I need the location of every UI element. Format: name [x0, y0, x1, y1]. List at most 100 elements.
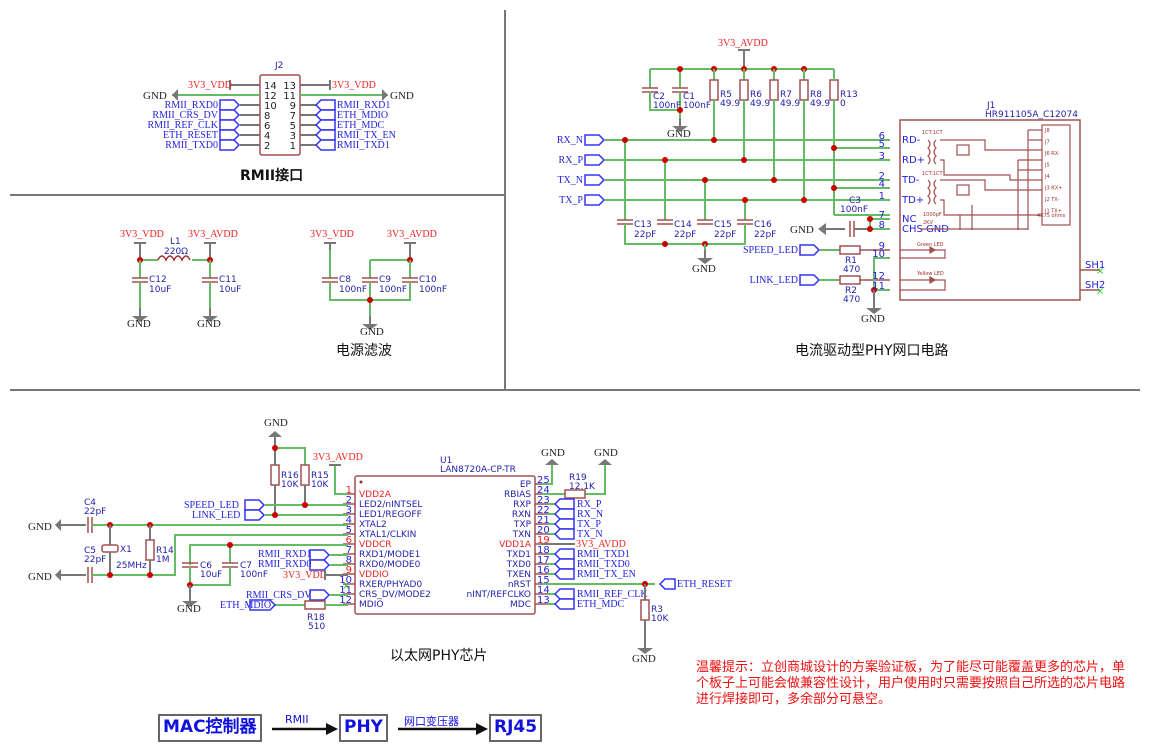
- port-icon: [553, 568, 575, 580]
- r13-value: 0: [840, 99, 846, 109]
- j1-part: HR911105A_C12074: [985, 110, 1078, 120]
- c14-ref: C14: [674, 220, 692, 230]
- r18-value: 510: [308, 622, 325, 632]
- u1-pin-name: RXN: [512, 510, 531, 520]
- j2-pin-number: 13: [283, 81, 296, 92]
- u1-pin-number: 23: [537, 495, 550, 506]
- mj-speed-led-net: SPEED_LED: [743, 245, 798, 256]
- j1-ref: J1: [986, 101, 995, 111]
- c2-ref: C2: [653, 92, 665, 102]
- j1-pin-number: 8: [879, 220, 885, 231]
- u1-pin-name: RXD0/MODE0: [359, 560, 421, 570]
- u1-pin-name: VDD1A: [499, 540, 532, 550]
- u1-pin-name: XTAL2: [359, 520, 387, 530]
- u1-pin-number: 3: [346, 505, 352, 516]
- inductor-l1: [157, 255, 191, 262]
- port-icon: [314, 119, 336, 131]
- port-icon: [314, 139, 336, 151]
- j2-net-label: RMII_TX_EN: [337, 130, 396, 141]
- flow-mac-box: MAC控制器: [158, 714, 262, 742]
- u1-net-label: RMII_TXD0: [577, 559, 630, 570]
- j2-connector: J2 141210RMII_RXD08RMII_CRS_DV6RMII_REF_…: [143, 61, 414, 156]
- u1-pin-name: LED2/nINTSEL: [359, 500, 422, 510]
- u1-net-label: ETH_MDC: [577, 599, 625, 610]
- j1-pin-number: 6: [879, 131, 885, 142]
- c6-value: 10uF: [200, 570, 222, 580]
- r16-ref: R16: [281, 471, 299, 481]
- mj-gnd-top: GND: [667, 128, 691, 140]
- mj-net-label: RX_P: [559, 155, 584, 166]
- port-icon: [553, 548, 575, 560]
- r8-resistor: [799, 79, 809, 101]
- r14-value: 1M: [156, 555, 170, 565]
- u1-net-label: RX_P: [577, 499, 602, 510]
- j2-net-label: RMII_CRS_DV: [152, 110, 218, 121]
- u1-pin-name: nINT/REFCLKO: [466, 590, 531, 600]
- r5-value: 49.9: [720, 99, 740, 109]
- r7-resistor: [769, 79, 779, 101]
- c5-value: 22pF: [84, 555, 106, 565]
- j2-pin-number: 11: [283, 91, 296, 102]
- j1-pin-name: TD+: [901, 195, 924, 206]
- j2-pin-number: 9: [290, 101, 296, 112]
- j2-vdd-left: 3V3_VDD: [188, 80, 232, 91]
- jack-pin-label: J8: [1044, 128, 1050, 134]
- mj-net-label: RX_N: [557, 135, 583, 146]
- r2-ref: R2: [845, 286, 857, 296]
- j2-vdd-right: 3V3_VDD: [332, 80, 376, 91]
- j1-pin-number: 12: [872, 271, 885, 282]
- j1-pin-number: 1: [879, 191, 885, 202]
- r3-ref: R3: [651, 605, 663, 615]
- pf-vdd-2: 3V3_VDD: [310, 229, 354, 240]
- u1-pin-number: 10: [339, 575, 352, 586]
- r19-ref: R19: [569, 473, 587, 483]
- port-icon: [219, 109, 241, 121]
- r19-value: 12.1K: [569, 482, 596, 492]
- j2-pin-number: 5: [290, 121, 296, 132]
- u1-pin-number: 25: [537, 475, 550, 486]
- c16-value: 22pF: [754, 230, 776, 240]
- u1-net-label: RMII_TXD1: [577, 549, 630, 560]
- j1-pin-name: NC: [902, 214, 916, 225]
- j2-gnd-right: GND: [390, 90, 414, 102]
- u1-net-label: RMII_TX_EN: [577, 569, 636, 580]
- r6-value: 49.9: [750, 99, 770, 109]
- phy-gnd-c6: GND: [177, 603, 201, 615]
- yellow-led-label: Yellow LED: [916, 271, 944, 277]
- port-icon: [584, 174, 606, 186]
- port-icon: [553, 598, 575, 610]
- flow-xfmr-label: 网口变压器: [404, 715, 459, 728]
- flow-rj45-box: RJ45: [489, 714, 543, 742]
- jack-pin-label: J7: [1044, 140, 1050, 146]
- j2-pin-number: 8: [264, 111, 270, 122]
- c11-ref: C11: [219, 275, 237, 285]
- c12-ref: C12: [149, 275, 167, 285]
- u1-pin-number: 2: [346, 495, 352, 506]
- u1-pin-number: 12: [339, 595, 352, 606]
- r5-resistor: [709, 79, 719, 101]
- j2-ref: J2: [274, 61, 283, 71]
- phy-crsdv-net: RMII_CRS_DV: [246, 590, 312, 601]
- u1-pin-name: VDDIO: [359, 570, 389, 580]
- xfmr-label-2: 1CT:1CT: [922, 171, 944, 177]
- c2-value: 100nF: [653, 101, 681, 111]
- c1-value: 100nF: [683, 101, 711, 111]
- jack-pin-label: J3 RX+: [1044, 186, 1062, 192]
- no-connect-sh2-icon: ×: [1096, 286, 1104, 297]
- u1-pin-name: LED1/REGOFF: [359, 510, 422, 520]
- u1-pin-name: EP: [520, 480, 532, 490]
- magjack-circuit: 3V3_AVDD GND C2 100nF C1 100nF R549.9R64…: [557, 38, 1105, 325]
- j2-net-label: RMII_TXD0: [165, 140, 218, 151]
- mj-gnd-led: GND: [861, 313, 885, 325]
- j2-pin-number: 6: [264, 121, 270, 132]
- c16-ref: C16: [754, 220, 772, 230]
- c15-value: 22pF: [714, 230, 736, 240]
- mj-gnd-c3: GND: [790, 224, 814, 236]
- u1-pin-number: 17: [537, 555, 550, 566]
- c1-ref: C1: [683, 92, 695, 102]
- r16-value: 10K: [281, 480, 299, 490]
- phy-avdd: 3V3_AVDD: [313, 452, 363, 463]
- section-title-magjack: 电流驱动型PHY网口电路: [795, 343, 949, 359]
- u1-net-label: RX_N: [577, 509, 603, 520]
- phy-vdd1a-net: 3V3_AVDD: [576, 539, 626, 550]
